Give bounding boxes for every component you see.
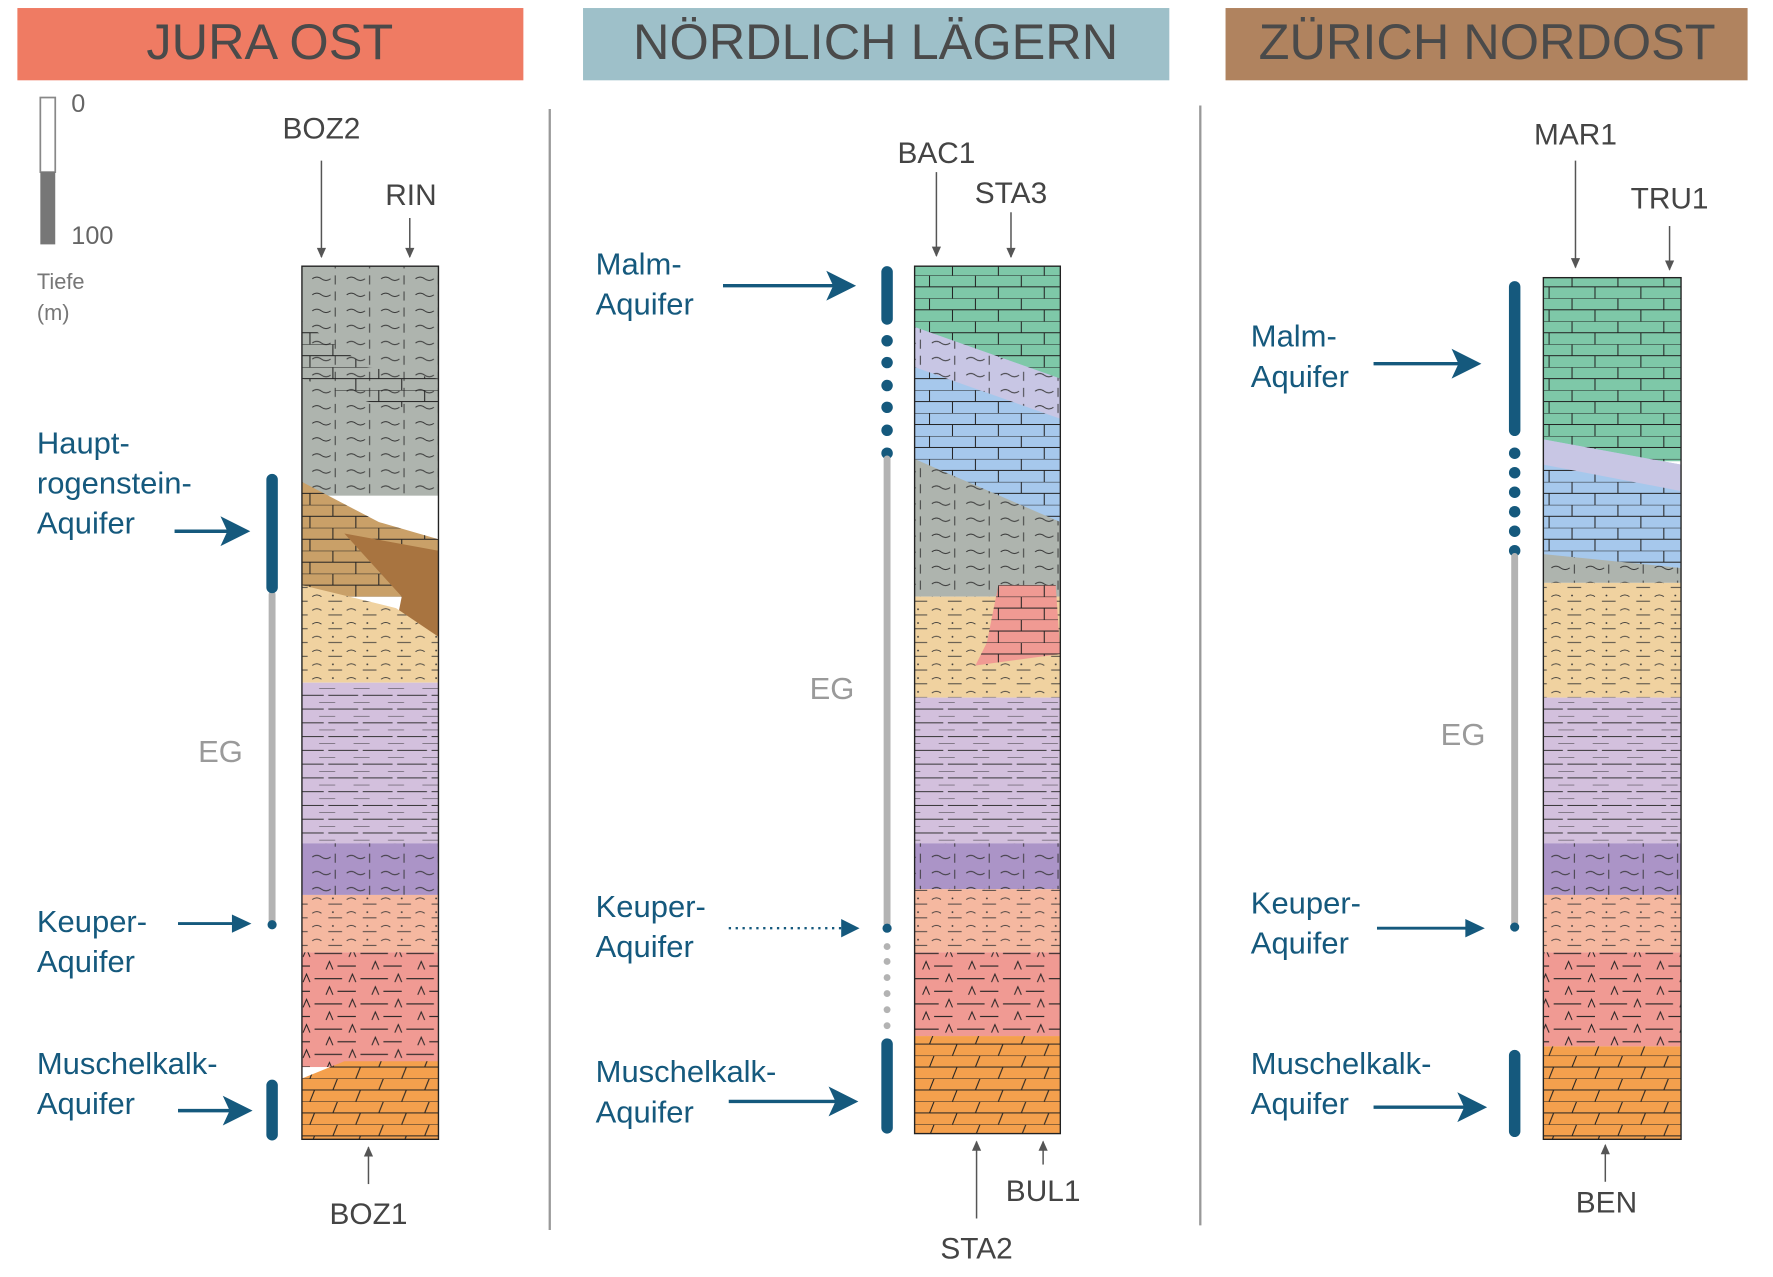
aquifer-label: Keuper- xyxy=(596,889,706,924)
well-bul1: BUL1 xyxy=(1006,1140,1081,1208)
aquifer-label: Muschelkalk- xyxy=(596,1054,777,1089)
scale-bottom-label: 100 xyxy=(71,222,113,250)
aquifer-label: Muschelkalk- xyxy=(37,1046,218,1081)
eg-label: EG xyxy=(198,734,243,769)
well-ben: BEN xyxy=(1576,1143,1637,1220)
arrow-icon xyxy=(1451,348,1482,379)
aquifer-label-muschelkalk: Muschelkalk- Aquifer xyxy=(596,1054,859,1129)
arrow-icon xyxy=(1457,1092,1488,1123)
well-sta3: STA3 xyxy=(975,177,1047,259)
stratigraphic-column-noerdlich-laegern xyxy=(913,265,1062,1135)
aquifer-bars-zuerich-nordost xyxy=(1508,281,1521,1138)
well-label: BUL1 xyxy=(1006,1175,1081,1208)
aquifer-label: Aquifer xyxy=(596,929,694,964)
aquifer-label: Malm- xyxy=(1251,319,1337,354)
well-label: MAR1 xyxy=(1534,118,1617,151)
aquifer-label: Aquifer xyxy=(596,1094,694,1129)
well-boz1: BOZ1 xyxy=(330,1146,408,1231)
well-label: RIN xyxy=(385,179,436,212)
scale-unit-label: Tiefe xyxy=(37,269,85,294)
eg-label: EG xyxy=(1441,717,1486,752)
aquifer-label: Aquifer xyxy=(596,287,694,322)
aquifer-label: Aquifer xyxy=(1251,359,1349,394)
aquifer-label-hauptrogenstein: Haupt- rogenstein- Aquifer xyxy=(37,425,251,547)
well-bac1: BAC1 xyxy=(897,137,975,258)
aquifer-label-keuper: Keuper- Aquifer xyxy=(1251,885,1485,961)
well-label: BOZ2 xyxy=(282,113,360,146)
arrow-icon xyxy=(826,270,857,301)
aquifer-label-malm: Malm- Aquifer xyxy=(596,246,857,322)
scale-top-label: 0 xyxy=(71,90,85,118)
well-label: TRU1 xyxy=(1631,183,1709,216)
arrow-icon xyxy=(1465,919,1485,938)
aquifer-bars-noerdlich-laegern xyxy=(881,266,893,1134)
eg-label: EG xyxy=(810,671,855,706)
aquifer-label: Aquifer xyxy=(1251,1086,1349,1121)
well-label: STA3 xyxy=(975,177,1047,210)
aquifer-label: Aquifer xyxy=(37,1086,135,1121)
aquifer-label-keuper: Keuper- Aquifer xyxy=(37,904,252,979)
region-title: ZÜRICH NORDOST xyxy=(1259,13,1716,70)
aquifer-label: Haupt- xyxy=(37,425,130,460)
arrow-icon xyxy=(231,914,252,933)
well-label: BOZ1 xyxy=(330,1198,408,1231)
well-tru1: TRU1 xyxy=(1631,183,1709,271)
aquifer-bars-jura-ost xyxy=(266,473,278,1141)
arrow-icon xyxy=(222,1095,253,1126)
aquifer-label-malm: Malm- Aquifer xyxy=(1251,319,1482,394)
stratigraphic-column-zuerich-nordost xyxy=(1542,276,1682,1141)
aquifer-label-muschelkalk: Muschelkalk- Aquifer xyxy=(1251,1046,1488,1123)
arrow-icon xyxy=(828,1086,859,1117)
aquifer-label: Aquifer xyxy=(37,944,135,979)
header-jura-ost: JURA OST xyxy=(17,8,524,81)
well-sta2: STA2 xyxy=(940,1140,1013,1265)
aquifer-label-keuper: Keuper- Aquifer xyxy=(596,889,860,964)
well-label: STA2 xyxy=(940,1232,1012,1265)
header-noerdlich-laegern: NÖRDLICH LÄGERN xyxy=(583,8,1170,81)
well-label: BEN xyxy=(1576,1187,1637,1220)
aquifer-label: Muschelkalk- xyxy=(1251,1046,1432,1081)
well-rin: RIN xyxy=(385,179,437,259)
aquifer-label-muschelkalk: Muschelkalk- Aquifer xyxy=(37,1046,253,1126)
scale-unit-label: (m) xyxy=(37,300,70,325)
aquifer-label: Aquifer xyxy=(1251,926,1349,961)
region-title: NÖRDLICH LÄGERN xyxy=(633,13,1118,70)
well-boz2: BOZ2 xyxy=(282,113,360,259)
header-zuerich-nordost: ZÜRICH NORDOST xyxy=(1225,8,1748,81)
stratigraphic-column-jura-ost xyxy=(301,265,440,1141)
region-title: JURA OST xyxy=(146,13,393,70)
well-label: BAC1 xyxy=(897,137,975,170)
well-mar1: MAR1 xyxy=(1534,118,1617,269)
aquifer-label: Aquifer xyxy=(37,506,135,541)
aquifer-label: Keuper- xyxy=(37,904,147,939)
arrow-icon xyxy=(220,516,251,547)
depth-scale-legend: 0 100 Tiefe (m) xyxy=(37,90,114,325)
aquifer-label: rogenstein- xyxy=(37,466,192,501)
arrow-icon xyxy=(841,919,860,938)
aquifer-label: Malm- xyxy=(596,246,682,281)
aquifer-label: Keuper- xyxy=(1251,885,1361,920)
